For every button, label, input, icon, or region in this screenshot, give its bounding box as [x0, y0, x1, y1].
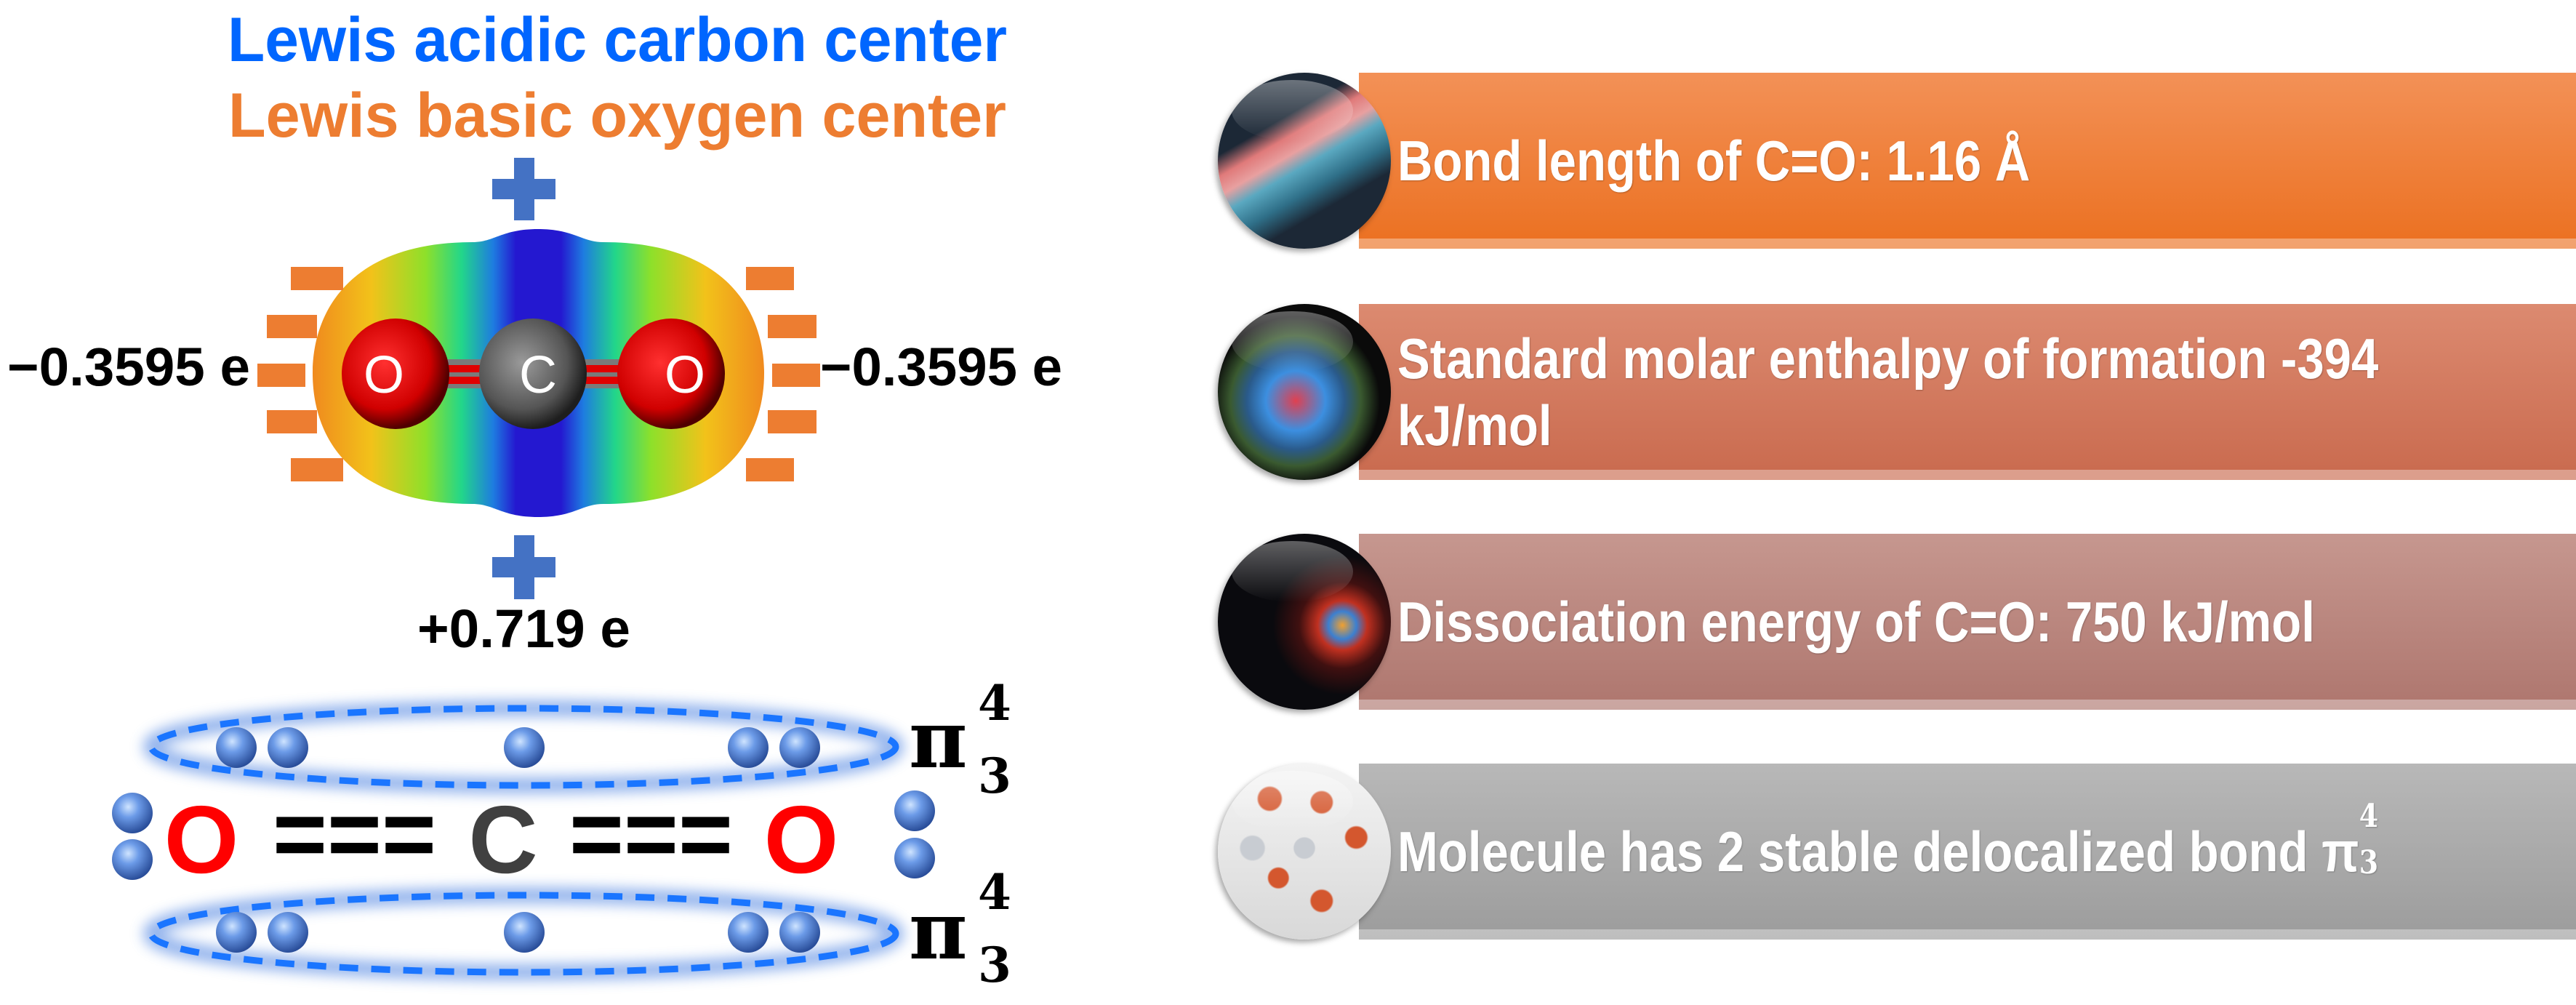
- lewis-oxygen-right: O: [764, 786, 839, 893]
- fact-bar-enthalpy: Standard molar enthalpy of formation -39…: [1359, 304, 2576, 480]
- lewis-bond-right: ===: [569, 780, 733, 887]
- pi-superscript: 4: [978, 675, 1011, 732]
- fact-bar-dissociation: Dissociation energy of C=O: 750 kJ/mol: [1359, 534, 2576, 710]
- charge-carbon: +0.719 e: [417, 598, 630, 659]
- pi-subscript: 3: [978, 748, 1011, 804]
- atom-label-o-left: O: [364, 346, 404, 404]
- heading-acidic: Lewis acidic carbon center: [228, 5, 1007, 75]
- carbon-atom: [479, 319, 587, 429]
- minus-signs-right: [746, 267, 820, 481]
- fact-text-main: Molecule has 2 stable delocalized bond: [1397, 820, 2322, 884]
- pi-superscript: 4: [2359, 798, 2379, 835]
- particle-network-image: [1218, 534, 1391, 710]
- pi-subscript: 3: [2359, 844, 2379, 881]
- lone-pair-right: [894, 790, 935, 878]
- lewis-carbon: C: [468, 786, 537, 893]
- chart-graph-image: [1218, 73, 1391, 249]
- oxygen-atom-right: [617, 319, 725, 429]
- heading-basic: Lewis basic oxygen center: [228, 81, 1006, 151]
- pi-label-top: π 4 3: [909, 675, 1011, 804]
- fact-text: Dissociation energy of C=O: 750 kJ/mol: [1397, 590, 2315, 654]
- charge-left-oxygen: −0.3595 e: [7, 337, 250, 397]
- fact-text: Molecule has 2 stable delocalized bond π…: [1397, 801, 2535, 885]
- fact-bar-delocalized-bond: Molecule has 2 stable delocalized bond π…: [1359, 764, 2576, 940]
- plus-icon-top: [492, 158, 555, 220]
- atom-label-o-right: O: [665, 346, 705, 404]
- fact-text: Standard molar enthalpy of formation -39…: [1397, 327, 2379, 457]
- pi-orbital-top: [143, 700, 904, 793]
- atom-label-c: C: [519, 346, 557, 404]
- charge-right-oxygen: −0.3595 e: [820, 337, 1062, 397]
- fact-bar-bond-length: Bond length of C=O: 1.16 Å: [1359, 73, 2576, 249]
- pi-orbital-bottom: [143, 887, 904, 980]
- plus-icon-bottom: [492, 535, 555, 599]
- ball-stick-molecule-image: [1218, 764, 1391, 940]
- lewis-bond-left: ===: [273, 780, 436, 887]
- co2-ball-model: O C O: [342, 319, 725, 429]
- pi-subscript: 3: [978, 937, 1011, 993]
- lewis-oxygen-left: O: [164, 786, 239, 893]
- pi-symbol: π: [2322, 820, 2359, 884]
- minus-signs-left: [257, 267, 343, 481]
- pi-label-bottom: π 4 3: [909, 864, 1011, 993]
- co2-diagram: Lewis acidic carbon center Lewis basic o…: [7, 5, 1062, 993]
- pi-superscript: 4: [978, 864, 1011, 921]
- pi-symbol: π: [909, 884, 968, 977]
- pi-symbol: π: [909, 692, 968, 786]
- oxygen-atom-left: [342, 319, 449, 429]
- molecule-blob-image: [1218, 304, 1391, 480]
- fact-text: Bond length of C=O: 1.16 Å: [1397, 129, 2031, 193]
- lone-pair-left: [112, 793, 153, 880]
